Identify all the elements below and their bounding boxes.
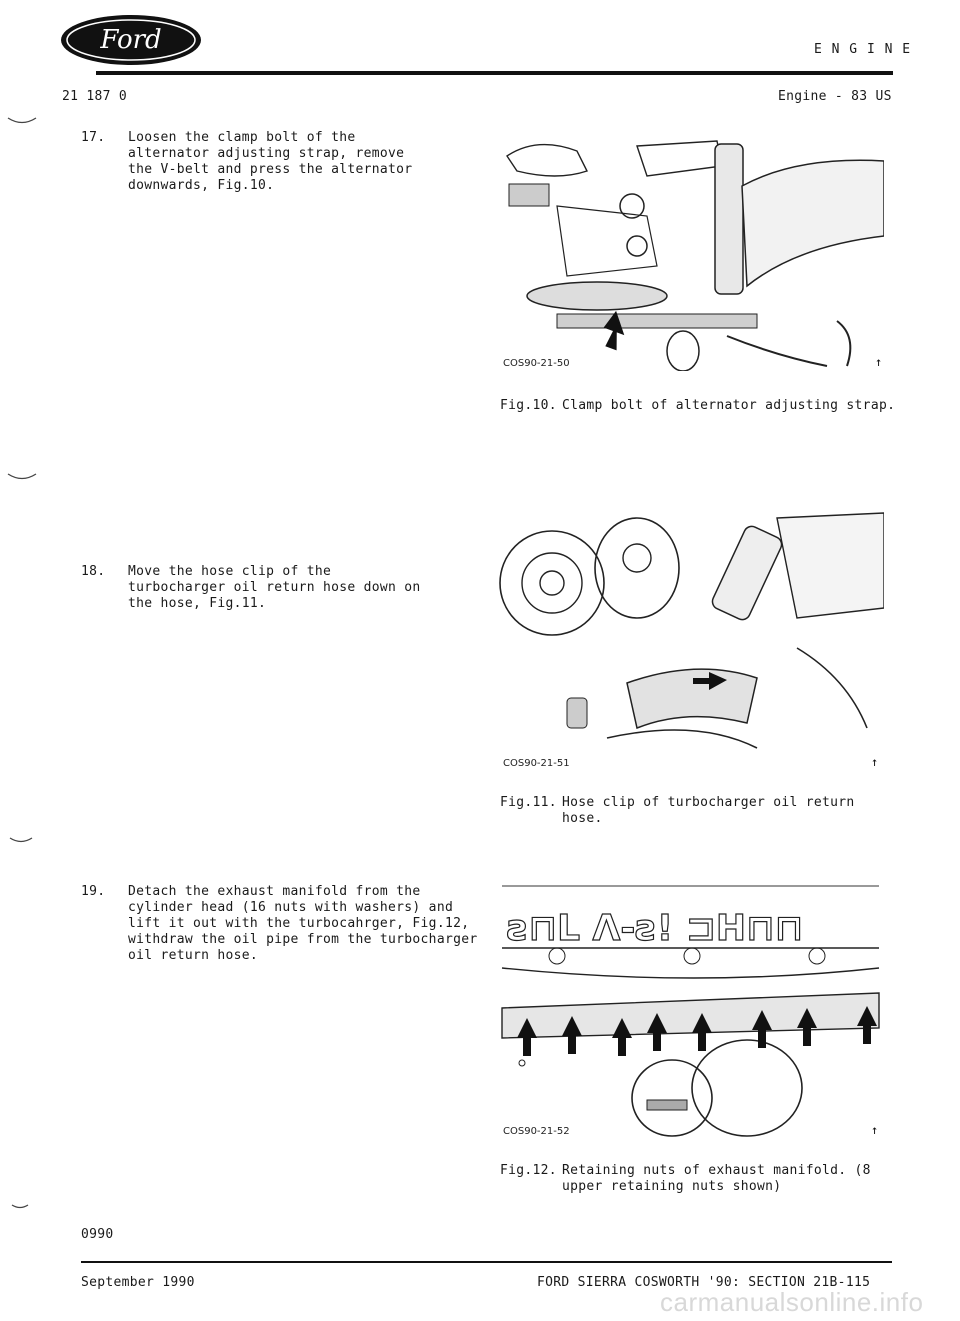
step-text: Detach the exhaust manifold from the cyl… bbox=[128, 884, 478, 963]
nut-arrows bbox=[517, 1006, 877, 1056]
figure-code: COS90-21-52 bbox=[503, 1126, 570, 1137]
caption-number: Fig.12. bbox=[500, 1163, 557, 1178]
north-arrow-icon: ↑ bbox=[871, 755, 878, 769]
step-number: 19. bbox=[81, 884, 106, 899]
figure-12-caption: Fig.12. Retaining nuts of exhaust manifo… bbox=[500, 1163, 880, 1195]
watermark: carmanualsonline.info bbox=[660, 1287, 924, 1317]
figure-12-image: ƨ⊓L Λ-ƨ! ⊐H⊓⊓ COS90-21-52 ↑ bbox=[497, 878, 884, 1140]
step-19: 19. Detach the exhaust manifold from the… bbox=[81, 884, 481, 964]
cam-cover-lettering: ƨ⊓L Λ-ƨ! ⊐H⊓⊓ bbox=[507, 908, 803, 949]
figure-code: COS90-21-51 bbox=[503, 758, 570, 769]
caption-number: Fig.11. bbox=[500, 795, 557, 810]
caption-number: Fig.10. bbox=[500, 398, 557, 413]
ref-right: Engine - 83 US bbox=[778, 89, 892, 104]
step-number: 17. bbox=[81, 130, 106, 145]
section-title: E N G I N E bbox=[814, 42, 912, 57]
footer-publication: FORD SIERRA COSWORTH '90: SECTION 21B-11… bbox=[537, 1275, 871, 1290]
header-rule bbox=[96, 71, 893, 75]
figure-11-caption: Fig.11. Hose clip of turbocharger oil re… bbox=[500, 795, 870, 827]
footer-date: September 1990 bbox=[81, 1275, 195, 1290]
ref-left: 21 187 0 bbox=[62, 89, 128, 104]
step-text: Move the hose clip of the turbocharger o… bbox=[128, 564, 421, 611]
figure-10-image: COS90-21-50 ↑ bbox=[497, 126, 885, 372]
logo-lettering: Ford bbox=[99, 25, 161, 55]
step-18: 18. Move the hose clip of the turbocharg… bbox=[81, 564, 431, 612]
ford-logo: Ford bbox=[60, 14, 202, 66]
step-17: 17. Loosen the clamp bolt of the alterna… bbox=[81, 130, 431, 194]
figure-code: COS90-21-50 bbox=[503, 358, 570, 369]
north-arrow-icon: ↑ bbox=[871, 1123, 878, 1137]
step-number: 18. bbox=[81, 564, 106, 579]
caption-text: Clamp bolt of alternator adjusting strap… bbox=[562, 398, 896, 413]
margin-ticks bbox=[7, 117, 37, 1209]
north-arrow-icon: ↑ bbox=[875, 355, 882, 369]
caption-text: Hose clip of turbocharger oil return hos… bbox=[562, 795, 855, 826]
ford-oval-icon: Ford bbox=[61, 15, 201, 65]
footer-rule bbox=[81, 1261, 892, 1263]
step-text: Loosen the clamp bolt of the alternator … bbox=[128, 130, 413, 193]
figure-10-caption: Fig.10. Clamp bolt of alternator adjusti… bbox=[500, 398, 900, 414]
figure-11-image: COS90-21-51 ↑ bbox=[497, 508, 885, 773]
caption-text: Retaining nuts of exhaust manifold. (8 u… bbox=[562, 1163, 871, 1194]
footer-code: 0990 bbox=[81, 1227, 114, 1242]
